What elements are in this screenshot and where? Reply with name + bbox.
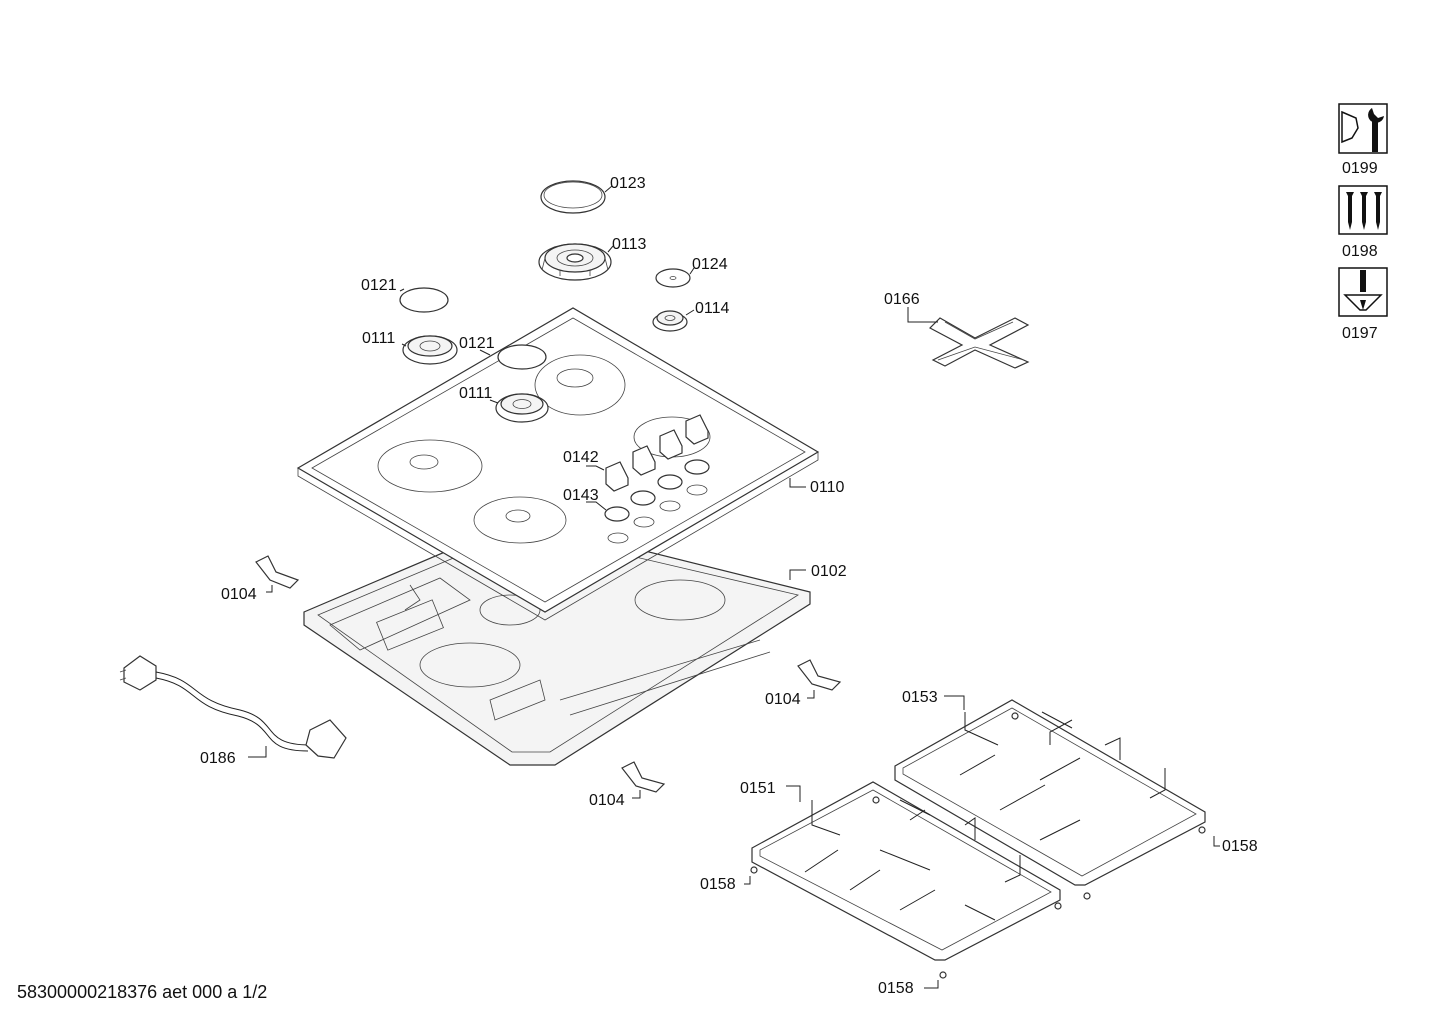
label-0166[interactable]: 0166 xyxy=(884,291,920,308)
label-0104-left[interactable]: 0104 xyxy=(221,586,257,603)
label-0199[interactable]: 0199 xyxy=(1342,160,1378,177)
label-0151[interactable]: 0151 xyxy=(740,780,776,797)
burner-cap-medium-left[interactable] xyxy=(399,287,449,313)
pan-support-front[interactable] xyxy=(751,781,1061,961)
hob-top-plate[interactable] xyxy=(296,307,820,621)
label-0123[interactable]: 0123 xyxy=(610,175,646,192)
screws-icon[interactable] xyxy=(1338,185,1388,235)
label-0143[interactable]: 0143 xyxy=(563,487,599,504)
label-0104-bottom[interactable]: 0104 xyxy=(589,792,625,809)
burner-small[interactable] xyxy=(652,310,688,332)
burner-medium-left[interactable] xyxy=(402,335,458,365)
wok-trivet[interactable] xyxy=(929,317,1030,369)
label-0158-left[interactable]: 0158 xyxy=(700,876,736,893)
power-cord[interactable] xyxy=(119,655,347,759)
label-0158-bottom[interactable]: 0158 xyxy=(878,980,914,997)
burner-cap-large[interactable] xyxy=(540,180,606,214)
rubber-feet[interactable] xyxy=(750,712,1206,979)
label-0111-left[interactable]: 0111 xyxy=(362,330,395,347)
label-0142[interactable]: 0142 xyxy=(563,449,599,466)
label-0121-left[interactable]: 0121 xyxy=(361,277,397,294)
screwdriver-icon[interactable] xyxy=(1338,267,1388,317)
knob-rings[interactable] xyxy=(604,459,710,522)
label-0124[interactable]: 0124 xyxy=(692,256,728,273)
burner-medium-center[interactable] xyxy=(495,393,549,423)
label-0121-center[interactable]: 0121 xyxy=(459,335,495,352)
label-0102[interactable]: 0102 xyxy=(811,563,847,580)
pan-support-back[interactable] xyxy=(894,699,1206,886)
label-0110[interactable]: 0110 xyxy=(810,479,845,496)
burner-large[interactable] xyxy=(538,243,612,281)
label-0113[interactable]: 0113 xyxy=(612,236,647,253)
label-0198[interactable]: 0198 xyxy=(1342,243,1378,260)
label-0158-right[interactable]: 0158 xyxy=(1222,838,1258,855)
label-0153[interactable]: 0153 xyxy=(902,689,938,706)
label-0111-center[interactable]: 0111 xyxy=(459,385,492,402)
mounting-bracket-right[interactable] xyxy=(797,659,842,691)
burner-cap-medium-center[interactable] xyxy=(497,344,547,370)
burner-cap-small[interactable] xyxy=(655,268,691,288)
label-0186[interactable]: 0186 xyxy=(200,750,236,767)
label-0197[interactable]: 0197 xyxy=(1342,325,1378,342)
mounting-bracket-left[interactable] xyxy=(255,555,300,589)
document-id: 58300000218376 aet 000 a 1/2 xyxy=(17,982,267,1002)
control-knobs[interactable] xyxy=(605,414,709,492)
label-0114[interactable]: 0114 xyxy=(695,300,730,317)
label-0104-right[interactable]: 0104 xyxy=(765,691,801,708)
mounting-bracket-bottom[interactable] xyxy=(621,761,666,793)
service-wrench-icon[interactable] xyxy=(1338,103,1388,154)
